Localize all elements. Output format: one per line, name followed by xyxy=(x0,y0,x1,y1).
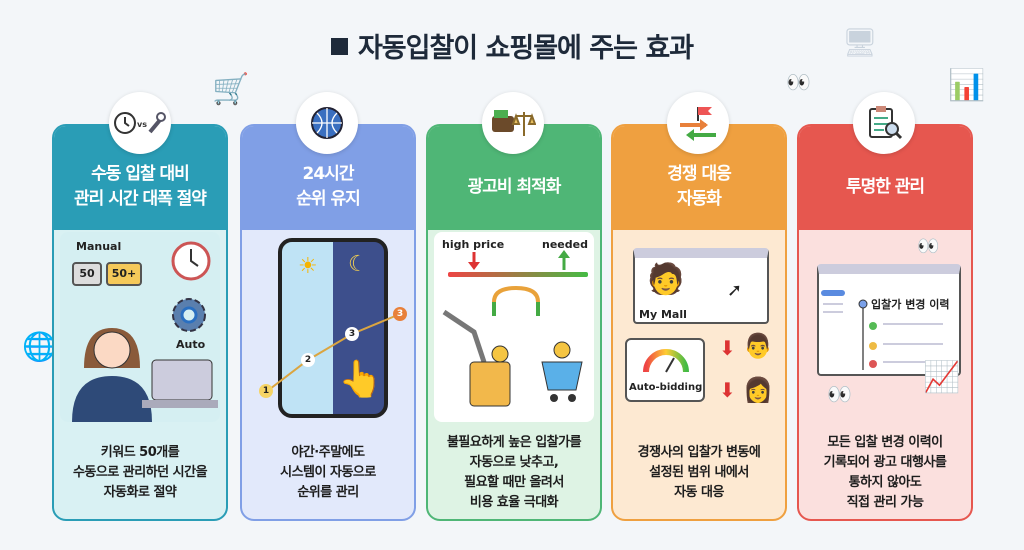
clock-vs-wrench-icon: vs xyxy=(109,92,171,154)
card-time-saving: 수동 입찰 대비 관리 시간 대폭 절약 Manual 50 50+ Auto … xyxy=(52,124,228,521)
eyes-icon: 👀 xyxy=(827,382,852,406)
card-description: 야간·주말에도 시스템이 자동으로 순위를 관리 xyxy=(280,444,376,500)
monitor-icon: 🖥 xyxy=(842,26,878,59)
sun-icon: ☀ xyxy=(298,254,318,279)
down-arrow-icon: ⬇ xyxy=(719,378,736,402)
card-description: 키워드 50개를 수동으로 관리하던 시간을 자동화로 절약 xyxy=(72,444,208,500)
gauge-icon xyxy=(643,349,689,373)
history-window xyxy=(817,264,961,376)
flag-arrows-icon xyxy=(667,92,729,154)
avatar-icon: 🧑 xyxy=(647,262,685,297)
needed-label: needed xyxy=(542,238,588,251)
tag-50: 50 xyxy=(72,262,102,286)
down-arrow-icon: ⬇ xyxy=(719,336,736,360)
card-description: 경쟁사의 입찰가 변동에 설정된 범위 내에서 자동 대응 xyxy=(637,444,761,500)
tag-50-plus: 50+ xyxy=(106,262,142,286)
eyes-icon: 👀 xyxy=(786,70,811,94)
wallet-scale-icon xyxy=(482,92,544,154)
ranking-line xyxy=(265,313,401,393)
price-slider-arrows xyxy=(442,250,588,407)
cart-icon: 🛒 xyxy=(212,72,250,107)
rank-2: 2 xyxy=(301,353,315,367)
pointing-hand-icon: 👆 xyxy=(338,359,383,400)
bid-history-illustration: 👀 입찰가 변경 이력 📈 👀 xyxy=(805,232,965,422)
rank-3-top: 3 xyxy=(393,307,407,321)
manual-label: Manual xyxy=(76,240,122,253)
moon-icon: ☾ xyxy=(348,252,368,277)
phone-frame xyxy=(278,238,388,418)
cursor-icon: ➚ xyxy=(727,280,743,301)
card-competitor-response: 경쟁 대응 자동화 🧑 My Mall ➚ Auto-bidding ⬇ ⬇ 👨… xyxy=(611,124,787,521)
vs-text: vs xyxy=(137,120,147,129)
competitor-avatar: 👨 xyxy=(743,332,773,360)
card-description: 불필요하게 높은 입찰가를 자동으로 낮추고, 필요할 때만 올려서 비용 효율… xyxy=(446,434,582,510)
card-transparent-management: 투명한 관리 👀 입찰가 변경 이력 📈 👀 모든 입찰 변경 이력이 기록되어… xyxy=(797,124,973,521)
page-title: 자동입찰이 쇼핑몰에 주는 효과 xyxy=(0,26,1024,65)
high-price-label: high price xyxy=(442,238,505,251)
gear-icon xyxy=(172,298,206,332)
browser-window xyxy=(633,248,769,324)
title-text: 자동입찰이 쇼핑몰에 주는 효과 xyxy=(357,33,694,64)
rank-3: 3 xyxy=(345,327,359,341)
growth-chart-icon: 📈 xyxy=(923,360,961,395)
competitor-avatar: 👩 xyxy=(743,376,773,404)
card-24h-ranking: 24시간 순위 유지 ☀ ☾ 1 2 3 3 👆 야간·주말에도 시스템이 자동… xyxy=(240,124,416,521)
clock-icon xyxy=(171,241,211,281)
bar-chart-icon: 📊 xyxy=(948,68,986,103)
bid-history-label: 입찰가 변경 이력 xyxy=(871,298,950,311)
timeline-icon xyxy=(821,290,943,370)
cost-optimization-illustration: high price needed xyxy=(434,232,594,422)
gauge-panel xyxy=(625,338,705,402)
auto-label: Auto xyxy=(176,338,206,351)
globe-clock-icon xyxy=(296,92,358,154)
competitor-response-illustration: 🧑 My Mall ➚ Auto-bidding ⬇ ⬇ 👨 👩 xyxy=(619,232,779,422)
rank-1: 1 xyxy=(259,384,273,398)
day-night-phone-illustration: ☀ ☾ 1 2 3 3 👆 xyxy=(248,232,408,422)
card-description: 모든 입찰 변경 이력이 기록되어 광고 대행사를 통하지 않아도 직접 관리 … xyxy=(823,434,947,510)
woman-with-laptop-illustration xyxy=(72,328,218,422)
card-ad-cost-optimization: 광고비 최적화 high price needed 불필요하게 높은 입찰가를 … xyxy=(426,124,602,521)
my-mall-label: My Mall xyxy=(639,308,687,321)
square-bullet-icon xyxy=(330,38,348,55)
manual-vs-auto-illustration: Manual 50 50+ Auto xyxy=(60,232,220,422)
globe-icon: 🌐 xyxy=(22,330,57,363)
clipboard-magnifier-icon xyxy=(853,92,915,154)
auto-bidding-label: Auto-bidding xyxy=(629,382,703,393)
eyes-icon: 👀 xyxy=(917,236,940,257)
